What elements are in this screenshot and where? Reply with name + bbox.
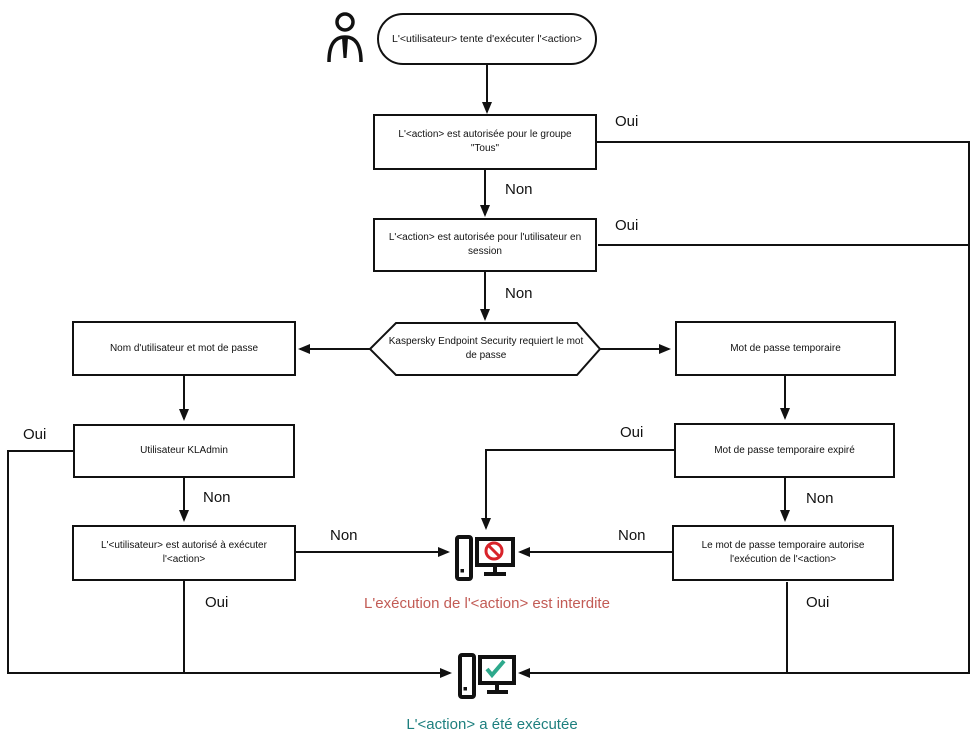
edge-label-oui-expired: Oui: [620, 424, 644, 441]
edge-label-non-group: Non: [505, 181, 533, 198]
edge-group-oui-to-executed: [518, 141, 970, 678]
action-executed-icon: [458, 653, 516, 699]
edge-expired-oui-to-forbidden: [481, 449, 674, 530]
node-temp-password-expired: Mot de passe temporaire expiré: [674, 423, 895, 478]
node-kladmin-user: Utilisateur KLAdmin: [73, 424, 295, 478]
edge-label-non-expired: Non: [806, 490, 834, 507]
edge-label-non-kladmin: Non: [203, 489, 231, 506]
action-forbidden-icon: [455, 535, 515, 581]
edge-label-oui-kladmin: Oui: [23, 426, 47, 443]
hexagon-password-required: [368, 322, 602, 376]
user-icon: [327, 12, 363, 63]
result-action-executed: L'<action> a été exécutée: [406, 716, 578, 733]
edge-label-non-temp-authorizes: Non: [618, 527, 646, 544]
check-icon: [485, 659, 506, 679]
node-temp-password-authorizes: Le mot de passe temporaire autorise l'ex…: [672, 525, 894, 581]
node-start: L'<utilisateur> tente d'exécuter l'<acti…: [377, 13, 597, 65]
prohibition-icon: [484, 541, 504, 561]
node-temp-password: Mot de passe temporaire: [675, 321, 896, 376]
edge-kladmin-oui-to-executed: [7, 450, 452, 678]
edge-label-oui-user-authorized: Oui: [205, 594, 229, 611]
edge-label-oui-group: Oui: [615, 113, 639, 130]
node-password-required: Kaspersky Endpoint Security requiert le …: [388, 336, 584, 361]
node-username-password: Nom d'utilisateur et mot de passe: [72, 321, 296, 376]
node-user-authorized: L'<utilisateur> est autorisé à exécuter …: [72, 525, 296, 581]
edge-label-oui-temp-authorizes: Oui: [806, 594, 830, 611]
node-group-allowed: L'<action> est autorisée pour le groupe …: [373, 114, 597, 170]
result-action-forbidden: L'exécution de l'<action> est interdite: [364, 595, 610, 612]
edge-label-non-session: Non: [505, 285, 533, 302]
node-session-allowed: L'<action> est autorisée pour l'utilisat…: [373, 218, 597, 272]
edge-label-non-user-authorized: Non: [330, 527, 358, 544]
edge-label-oui-session: Oui: [615, 217, 639, 234]
